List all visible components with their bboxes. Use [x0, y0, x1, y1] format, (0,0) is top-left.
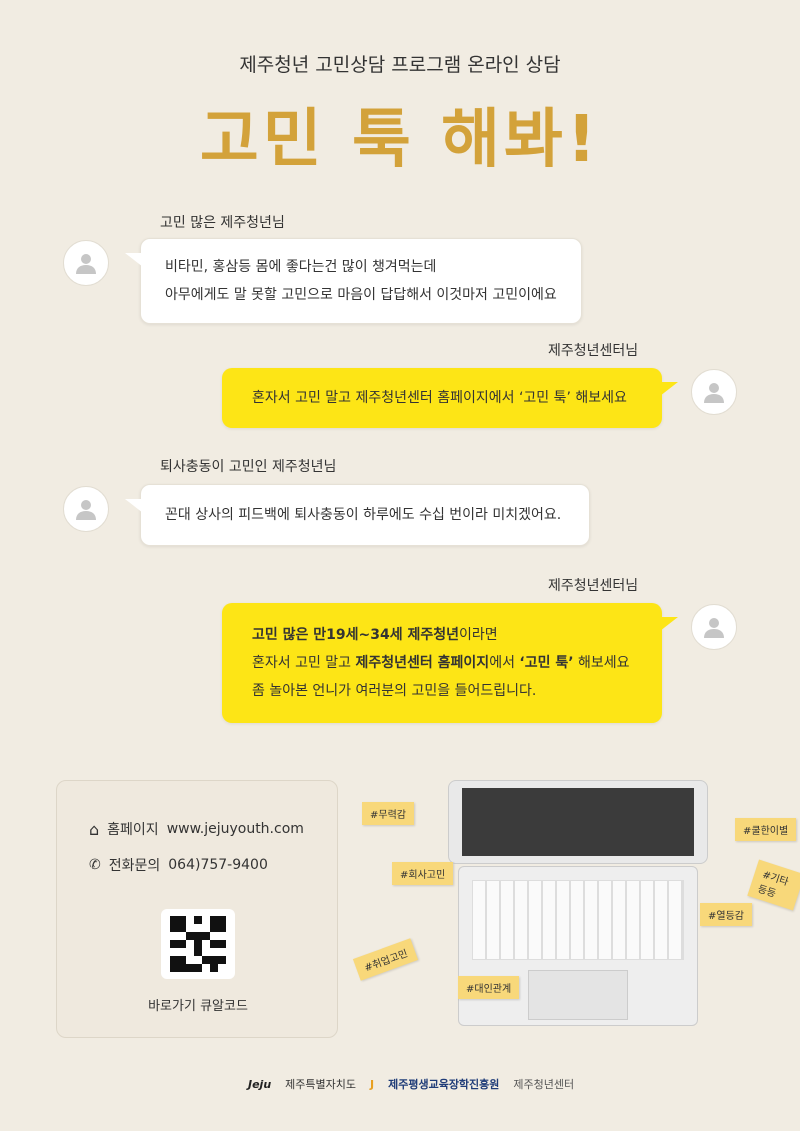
tag-note: #기타등등	[747, 859, 800, 911]
chat-bubble: 꼰대 상사의 피드백에 퇴사충동이 하루에도 수십 번이라 미치겠어요.	[125, 484, 590, 546]
message-line: 혼자서 고민 말고 제주청년센터 홈페이지에서 ‘고민 툭’ 해보세요	[252, 390, 627, 406]
home-icon: ⌂	[89, 819, 100, 839]
phone-label: 전화문의	[108, 858, 161, 874]
sender-name: 퇴사충동이 고민인 제주청년님	[160, 459, 337, 475]
qr-label: 바로가기 큐알코드	[148, 999, 248, 1014]
user-icon	[76, 500, 96, 520]
chat-bubble: 혼자서 고민 말고 제주청년센터 홈페이지에서 ‘고민 툭’ 해보세요	[222, 368, 678, 428]
message-line: 아무에게도 말 못할 고민으로 마음이 답답해서 이것마저 고민이에요	[165, 287, 557, 303]
subtitle: 제주청년 고민상담 프로그램 온라인 상담	[239, 54, 561, 76]
tag-note: #대인관계	[458, 976, 520, 999]
avatar	[691, 369, 737, 415]
tag-note: #회사고민	[392, 862, 454, 885]
chat-bubble: 고민 많은 만19세~34세 제주청년이라면 혼자서 고민 말고 제주청년센터 …	[222, 603, 678, 723]
avatar	[691, 604, 737, 650]
tag-note: #열등감	[700, 903, 752, 926]
jiles-logo-icon: J	[370, 1077, 375, 1091]
phone-icon: ✆	[89, 857, 101, 873]
avatar	[63, 240, 109, 286]
tag-note: #무력감	[362, 802, 414, 825]
message-line: 고민 많은 만19세~34세 제주청년이라면	[252, 627, 498, 643]
org-jeju-province: 제주특별자치도	[285, 1078, 356, 1091]
message-line: 비타민, 홍삼등 몸에 좋다는건 많이 챙겨먹는데	[165, 259, 437, 275]
message-line: 좀 놀아본 언니가 여러분의 고민을 들어드립니다.	[252, 683, 537, 699]
user-icon	[76, 254, 96, 274]
user-icon	[704, 383, 724, 403]
tag-note: #쿨한이별	[735, 818, 797, 841]
phone-row: ✆ 전화문의 064)757-9400	[89, 855, 268, 875]
qr-code[interactable]	[161, 909, 235, 979]
message-line: 꼰대 상사의 피드백에 퇴사충동이 하루에도 수십 번이라 미치겠어요.	[165, 507, 562, 523]
homepage-label: 홈페이지	[107, 822, 159, 838]
message-line: 혼자서 고민 말고 제주청년센터 홈페이지에서 ‘고민 툭’ 해보세요	[252, 655, 630, 671]
homepage-row[interactable]: ⌂ 홈페이지 www.jejuyouth.com	[89, 819, 304, 839]
tag-note: #취업고민	[352, 938, 419, 981]
homepage-link[interactable]: www.jejuyouth.com	[166, 821, 304, 837]
qr-code-icon	[170, 916, 226, 972]
footer-logos: Jeju 제주특별자치도 J 제주평생교육장학진흥원 제주청년센터	[248, 1076, 574, 1092]
org-jiles: 제주평생교육장학진흥원	[388, 1078, 500, 1091]
user-icon	[704, 618, 724, 638]
sender-name: 고민 많은 제주청년님	[160, 215, 285, 231]
contact-box: ⌂ 홈페이지 www.jejuyouth.com ✆ 전화문의 064)757-…	[56, 780, 338, 1038]
page-title: 고민 툭 해봐!	[199, 103, 601, 177]
org-youth-center: 제주청년센터	[513, 1078, 575, 1091]
sender-name: 제주청년센터님	[548, 343, 639, 359]
sender-name: 제주청년센터님	[548, 578, 639, 594]
laptop-illustration	[448, 780, 708, 1030]
phone-number: 064)757-9400	[168, 857, 268, 873]
jeju-logo: Jeju	[248, 1077, 272, 1091]
avatar	[63, 486, 109, 532]
